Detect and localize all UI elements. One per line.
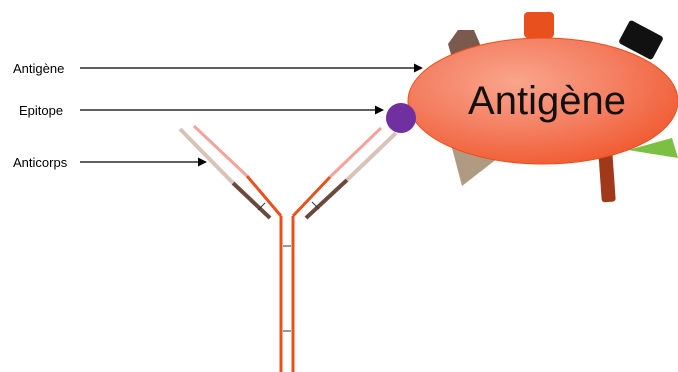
heavy-chain-right-variable	[328, 126, 383, 179]
label-antigen-group: Antigène	[13, 61, 423, 76]
label-epitope-group: Epitope	[19, 103, 384, 118]
heavy-chain-left-variable	[192, 124, 249, 178]
label-epitope: Epitope	[19, 103, 63, 118]
antigen-marker-rod-icon	[598, 149, 616, 203]
light-chain-right-variable	[345, 131, 398, 182]
antigen-body-label: Antigène	[468, 79, 626, 123]
antibody	[178, 124, 398, 372]
light-chain-left-variable	[178, 127, 235, 185]
heavy-chain-left-arm	[245, 175, 283, 217]
heavy-chain-right-arm	[291, 175, 332, 218]
right-arm-bridge	[311, 201, 320, 210]
label-antigen: Antigène	[13, 61, 64, 76]
light-chain-left-constant	[231, 181, 272, 220]
antigen-marker-green-icon	[628, 138, 678, 158]
left-arm-bridge	[257, 202, 266, 211]
antigen-marker-black-icon	[619, 20, 663, 60]
antigen-body	[407, 37, 678, 165]
light-chain-right-constant	[304, 178, 349, 220]
label-antibody: Anticorps	[13, 155, 68, 170]
label-antibody-group: Anticorps	[13, 155, 207, 170]
antigen-marker-orange-square-icon	[524, 12, 554, 38]
epitope-circle	[386, 103, 416, 133]
